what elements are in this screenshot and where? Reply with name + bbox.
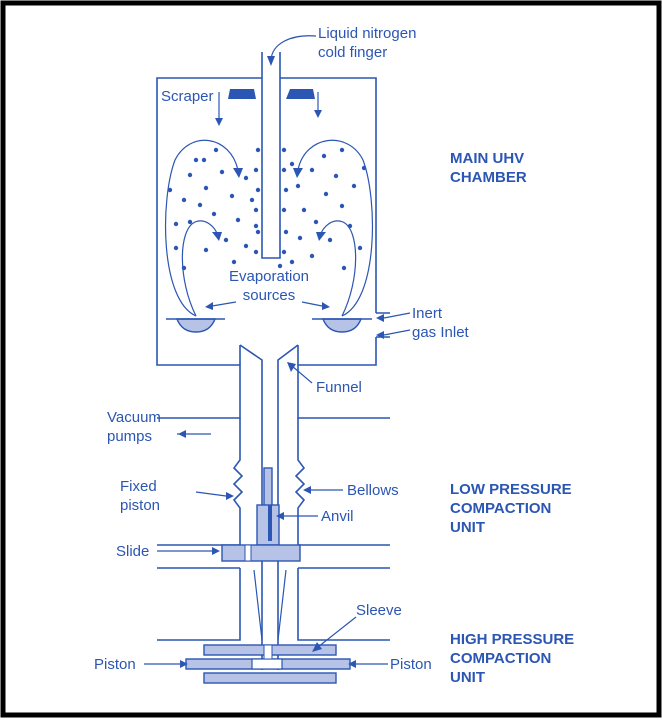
main-chamber-heading-1: MAIN UHV xyxy=(450,150,524,167)
particle-dot xyxy=(323,191,329,197)
vacuum-label: Vacuum xyxy=(107,409,161,426)
particle-dot xyxy=(253,167,259,173)
anvil-label: Anvil xyxy=(321,508,354,525)
particle-dot xyxy=(327,237,333,243)
inert-label: Inert xyxy=(412,305,443,322)
particle-dot xyxy=(223,237,229,243)
main-chamber-heading-2: CHAMBER xyxy=(450,169,527,186)
slide-label: Slide xyxy=(116,543,149,560)
sources-label: sources xyxy=(243,287,296,304)
bellows-label: Bellows xyxy=(347,482,399,499)
particle-dot xyxy=(347,223,353,229)
particle-dot xyxy=(203,185,209,191)
particle-dot xyxy=(297,235,303,241)
particle-dot xyxy=(173,245,179,251)
particle-dot xyxy=(193,157,199,163)
high-pressure-heading-3: UNIT xyxy=(450,669,485,686)
particle-dot xyxy=(167,187,173,193)
low-pressure-heading-2: COMPACTION xyxy=(450,500,551,517)
scraper xyxy=(215,89,322,126)
low-pressure-unit xyxy=(157,418,390,569)
piston-right-label: Piston xyxy=(390,656,432,673)
particle-dot xyxy=(243,175,249,181)
particle-dot xyxy=(229,193,235,199)
liquid-nitrogen-label: Liquid nitrogen xyxy=(318,25,416,42)
particle-dot xyxy=(333,173,339,179)
particle-dot xyxy=(255,147,261,153)
evaporation-label: Evaporation xyxy=(229,268,309,285)
particle-dot xyxy=(289,161,295,167)
funnel-label: Funnel xyxy=(316,379,362,396)
particle-dot xyxy=(211,211,217,217)
particle-dot xyxy=(281,207,287,213)
particle-dot xyxy=(341,265,347,271)
scraper-label: Scraper xyxy=(161,88,214,105)
gas-inlet-label: gas Inlet xyxy=(412,324,470,341)
particle-cloud xyxy=(167,147,367,271)
piston-left-label: Piston xyxy=(94,656,136,673)
particle-dot xyxy=(187,219,193,225)
particle-dot xyxy=(309,167,315,173)
particle-dot xyxy=(253,223,259,229)
particle-dot xyxy=(351,183,357,189)
particle-dot xyxy=(253,249,259,255)
particle-dot xyxy=(281,249,287,255)
particle-dot xyxy=(173,221,179,227)
particle-dot xyxy=(255,187,261,193)
particle-dot xyxy=(283,229,289,235)
low-pressure-heading-1: LOW PRESSURE xyxy=(450,481,572,498)
leader-arrows xyxy=(144,35,411,668)
particle-dot xyxy=(361,165,367,171)
particle-dot xyxy=(277,263,283,269)
vapor-flow-arrows xyxy=(165,139,373,317)
fixed-label: Fixed xyxy=(120,478,157,495)
particle-dot xyxy=(213,147,219,153)
particle-dot xyxy=(235,217,241,223)
particle-dot xyxy=(253,207,259,213)
particle-dot xyxy=(339,147,345,153)
particle-dot xyxy=(219,169,225,175)
particle-dot xyxy=(197,202,203,208)
particle-dot xyxy=(281,147,287,153)
particle-dot xyxy=(181,265,187,271)
particle-dot xyxy=(203,247,209,253)
piston-fixed-label: piston xyxy=(120,497,160,514)
particle-dot xyxy=(357,245,363,251)
funnel xyxy=(239,344,299,670)
high-pressure-heading-2: COMPACTION xyxy=(450,650,551,667)
particle-dot xyxy=(289,259,295,265)
particle-dot xyxy=(255,229,261,235)
pumps-label: pumps xyxy=(107,428,152,445)
particle-dot xyxy=(249,197,255,203)
low-pressure-heading-3: UNIT xyxy=(450,519,485,536)
particle-dot xyxy=(281,167,287,173)
particle-dot xyxy=(201,157,207,163)
particle-dot xyxy=(283,187,289,193)
particle-dot xyxy=(309,253,315,259)
particle-dot xyxy=(295,183,301,189)
particle-dot xyxy=(313,219,319,225)
cold-finger-label: cold finger xyxy=(318,44,387,61)
evaporation-sources xyxy=(166,318,372,333)
particle-dot xyxy=(301,207,307,213)
particle-dot xyxy=(231,259,237,265)
cold-finger xyxy=(261,52,281,259)
particle-dot xyxy=(243,243,249,249)
particle-dot xyxy=(187,172,193,178)
high-pressure-heading-1: HIGH PRESSURE xyxy=(450,631,574,648)
particle-dot xyxy=(321,153,327,159)
sleeve-label: Sleeve xyxy=(356,602,402,619)
particle-dot xyxy=(181,197,187,203)
particle-dot xyxy=(339,203,345,209)
